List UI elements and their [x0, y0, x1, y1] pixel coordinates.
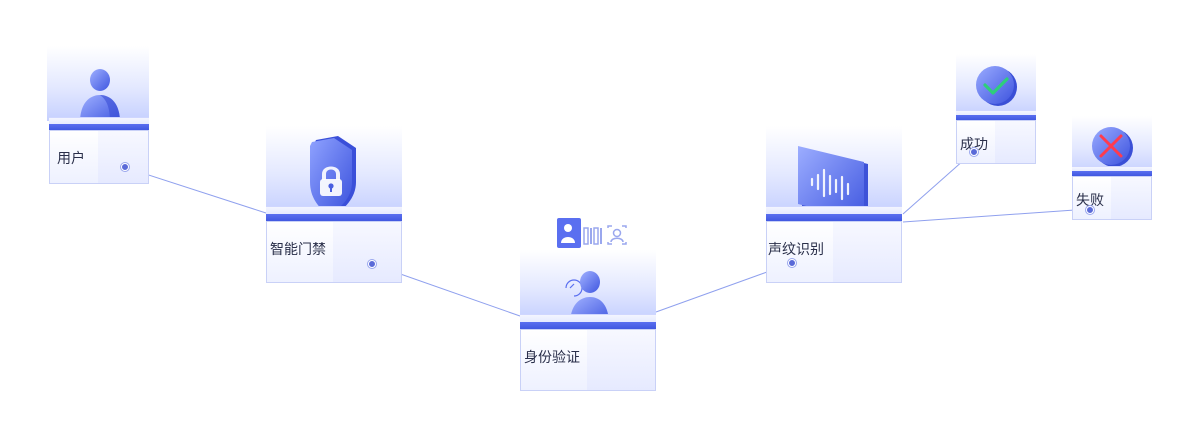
voice-wave-icon	[798, 146, 868, 222]
platform-top	[49, 117, 149, 126]
platform-front	[1072, 176, 1112, 220]
node-user[interactable]: 用户	[47, 46, 151, 186]
platform-side	[995, 120, 1036, 164]
node-identity[interactable]: 身份验证	[518, 210, 658, 394]
node-label-failure: 失败	[1076, 193, 1104, 209]
platform-side	[333, 221, 402, 283]
connector-port	[1086, 206, 1094, 214]
node-label-gate: 智能门禁	[270, 242, 326, 258]
check-icon	[976, 66, 1017, 106]
connector-port	[970, 148, 978, 156]
node-success[interactable]: 成功	[954, 54, 1038, 168]
platform-side	[98, 130, 149, 184]
node-label-user: 用户	[57, 151, 85, 167]
node-gate[interactable]: 智能门禁	[264, 126, 404, 286]
node-label-success: 成功	[960, 137, 988, 153]
platform-front	[956, 120, 996, 164]
platform-front	[520, 329, 588, 391]
id-verification-icon	[557, 218, 627, 248]
platform-top	[956, 110, 1036, 117]
platform-stripe	[766, 214, 902, 221]
platform-top	[266, 206, 402, 216]
connector-port	[368, 260, 376, 268]
platform-stripe	[266, 214, 402, 221]
connector-port	[788, 259, 796, 267]
platform-side	[1111, 176, 1152, 220]
node-label-identity: 身份验证	[524, 350, 580, 366]
node-voiceprint[interactable]: 声纹识别	[764, 126, 904, 286]
node-failure[interactable]: 失败	[1070, 116, 1154, 222]
platform-front	[266, 221, 334, 283]
shield-lock-icon	[310, 136, 356, 216]
platform-side	[833, 221, 902, 283]
platform-top	[766, 206, 902, 216]
platform-stripe	[956, 115, 1036, 120]
platform-top	[520, 314, 656, 324]
platform-front	[766, 221, 834, 283]
platform-top	[1072, 166, 1152, 173]
connector-port	[121, 163, 129, 171]
node-label-voiceprint: 声纹识别	[768, 242, 824, 258]
platform-stripe	[520, 322, 656, 329]
platform-stripe	[1072, 171, 1152, 176]
edge-voiceprint-failure	[902, 208, 1090, 223]
platform-stripe	[49, 124, 149, 130]
person-icon	[80, 69, 120, 122]
platform-side	[587, 329, 656, 391]
cross-icon	[1092, 127, 1133, 167]
